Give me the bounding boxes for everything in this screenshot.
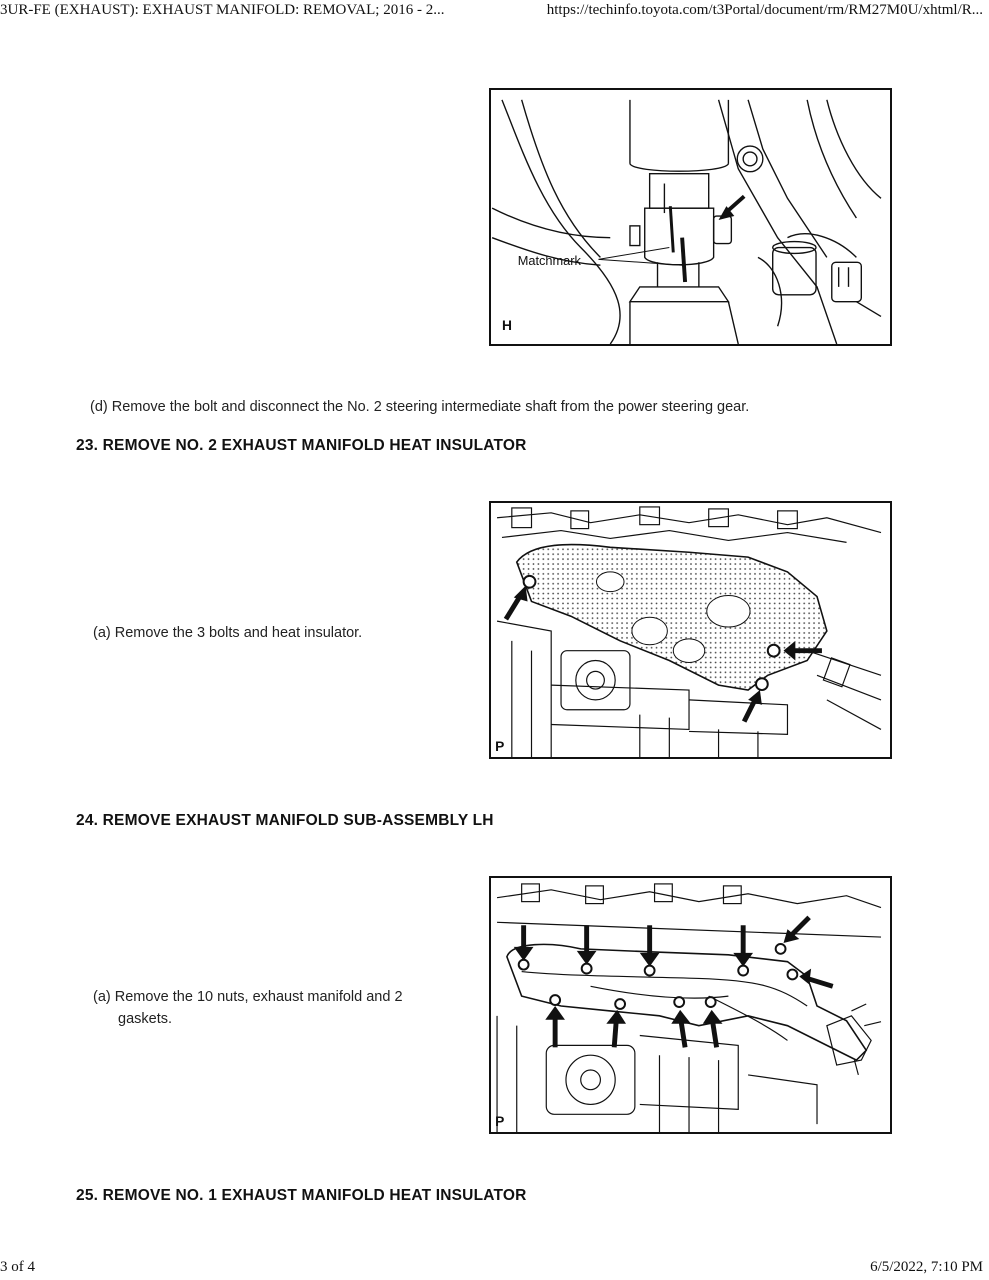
page-header-url[interactable]: https://techinfo.toyota.com/t3Portal/doc… bbox=[546, 2, 983, 18]
figure-corner-code: P bbox=[495, 1114, 504, 1129]
step-d-text: (d) Remove the bolt and disconnect the N… bbox=[90, 399, 750, 415]
print-datetime: 6/5/2022, 7:10 PM bbox=[870, 1259, 983, 1275]
step-24a-text-line2: gaskets. bbox=[118, 1011, 172, 1027]
heat-insulator-illustration: P bbox=[495, 506, 882, 757]
page-number: 3 of 4 bbox=[0, 1259, 35, 1275]
steering-shaft-illustration: Matchmark H bbox=[491, 99, 882, 344]
step-23a-text: (a) Remove the 3 bolts and heat insulato… bbox=[93, 625, 363, 641]
figure-exhaust-manifold: P bbox=[489, 876, 892, 1134]
section-heading-23: 23. REMOVE NO. 2 EXHAUST MANIFOLD HEAT I… bbox=[76, 437, 527, 454]
figure-steering-shaft-matchmark: Matchmark H bbox=[489, 88, 892, 346]
step-24a-text-line1: (a) Remove the 10 nuts, exhaust manifold… bbox=[93, 989, 403, 1005]
figure-heat-insulator: P bbox=[489, 501, 892, 759]
figure-corner-code: P bbox=[495, 739, 504, 754]
section-heading-25: 25. REMOVE NO. 1 EXHAUST MANIFOLD HEAT I… bbox=[76, 1187, 527, 1204]
exhaust-manifold-illustration: P bbox=[495, 883, 882, 1132]
matchmark-label: Matchmark bbox=[518, 253, 582, 268]
page-header-title: 3UR-FE (EXHAUST): EXHAUST MANIFOLD: REMO… bbox=[0, 2, 445, 18]
section-heading-24: 24. REMOVE EXHAUST MANIFOLD SUB-ASSEMBLY… bbox=[76, 812, 494, 829]
figure-corner-code: H bbox=[502, 318, 512, 333]
